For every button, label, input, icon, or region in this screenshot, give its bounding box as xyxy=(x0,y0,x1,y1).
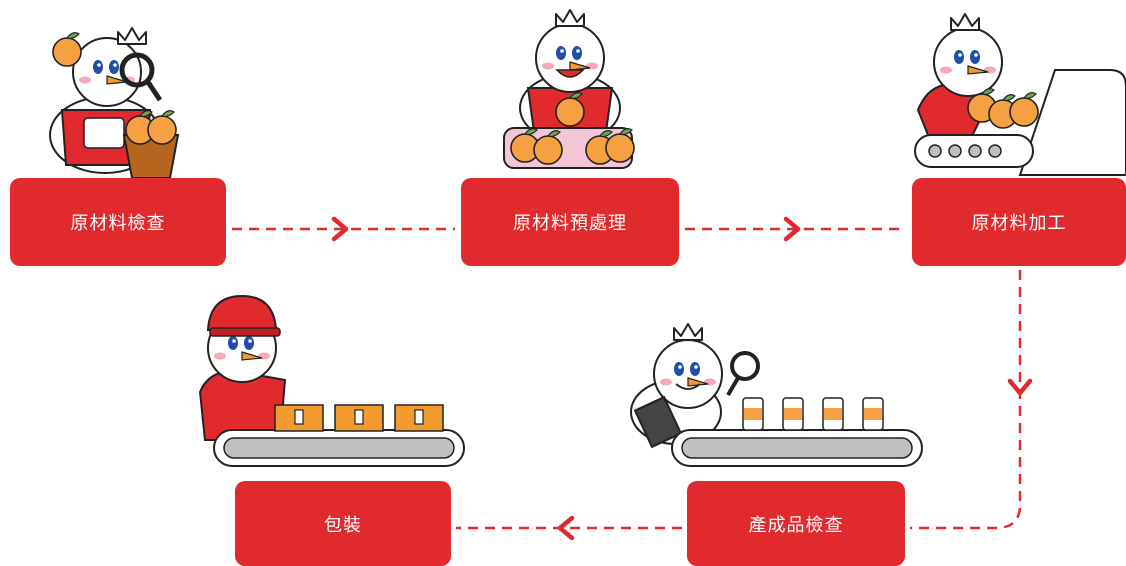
snowman-inspecting-oranges-icon xyxy=(49,27,180,179)
arrow-down-icon xyxy=(1007,378,1033,396)
arrow-right-icon xyxy=(783,216,801,242)
snowman-packing-boxes-icon xyxy=(198,294,465,467)
snowman-sorting-oranges-icon xyxy=(503,9,635,169)
arrow-right-icon xyxy=(331,216,349,242)
step-label: 原材料檢查 xyxy=(70,213,166,234)
step-finished-product-inspection: 產成品檢查 xyxy=(687,481,905,566)
step-label: 原材料加工 xyxy=(971,213,1067,234)
step-packaging: 包裝 xyxy=(235,481,451,566)
step-raw-material-inspection: 原材料檢查 xyxy=(10,178,226,266)
step-raw-material-processing: 原材料加工 xyxy=(912,178,1126,266)
arrow-left-icon xyxy=(557,515,575,541)
snowman-processing-conveyor-icon xyxy=(914,13,1126,176)
step-label: 原材料預處理 xyxy=(513,213,627,234)
step-raw-material-pretreatment: 原材料預處理 xyxy=(461,178,679,266)
connector-3-4 xyxy=(910,270,1022,530)
snowman-inspecting-cans-icon xyxy=(630,323,923,467)
step-label: 包裝 xyxy=(324,514,362,536)
step-label: 產成品檢查 xyxy=(748,514,844,536)
